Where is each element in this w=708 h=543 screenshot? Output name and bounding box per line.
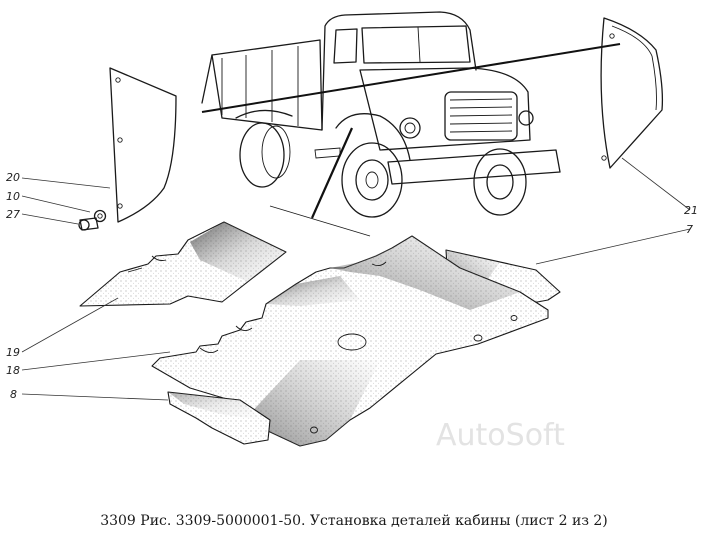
bolt-and-washer <box>78 209 107 231</box>
floor-mat-8 <box>167 391 271 445</box>
callout-8: 8 <box>10 388 17 401</box>
callout-labels: 20 10 27 21 7 19 18 8 <box>6 171 698 401</box>
watermark-text: AutoSoft <box>436 418 565 453</box>
truck-illustration <box>201 11 621 237</box>
floor-mat-18 <box>151 235 549 447</box>
callout-27: 27 <box>6 208 20 221</box>
leader-lines <box>21 157 691 401</box>
callout-10: 10 <box>6 190 20 203</box>
figure-caption: 3309 Рис. 3309-5000001-50. Установка дет… <box>100 513 608 529</box>
callout-21: 21 <box>684 204 698 217</box>
left-mudguard-panel <box>109 67 177 223</box>
callout-19: 19 <box>6 346 20 359</box>
callout-20: 20 <box>6 171 20 184</box>
callout-7: 7 <box>686 223 693 236</box>
callout-18: 18 <box>6 364 20 377</box>
floor-mat-19 <box>79 221 287 307</box>
right-mudguard-panel <box>600 17 664 169</box>
